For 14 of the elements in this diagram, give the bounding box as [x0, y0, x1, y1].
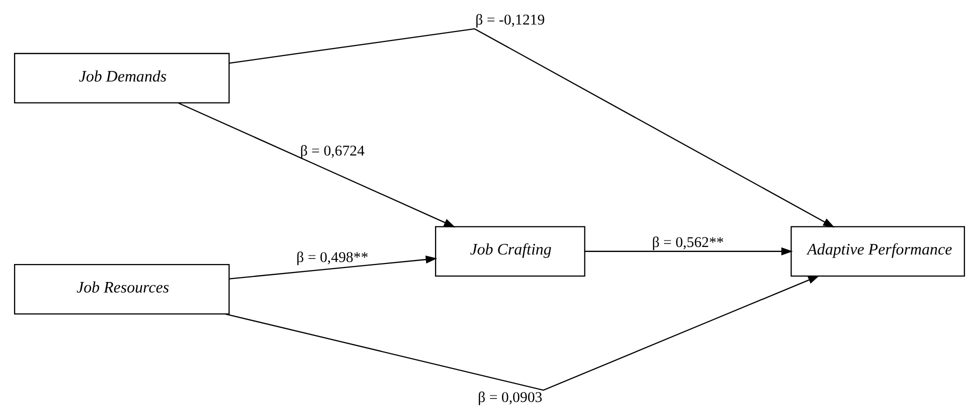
- edge-label: β = 0,562**: [652, 235, 724, 252]
- arrow: [228, 256, 437, 280]
- arrow: [224, 276, 820, 391]
- node-box: Job Demands: [14, 52, 230, 104]
- edge-label: β = 0,498**: [296, 250, 368, 266]
- arrow: [178, 102, 455, 228]
- edge-label: β = 0,0903: [477, 390, 542, 406]
- node-box: Job Resources: [14, 264, 230, 314]
- node-box: Adaptive Performance: [790, 226, 964, 277]
- arrow: [584, 247, 792, 256]
- arrow: [228, 28, 834, 228]
- edge-label: β = -0,1219: [474, 12, 544, 29]
- node-box: Job Crafting: [434, 226, 585, 277]
- edge-label: β = 0,6724: [300, 143, 364, 160]
